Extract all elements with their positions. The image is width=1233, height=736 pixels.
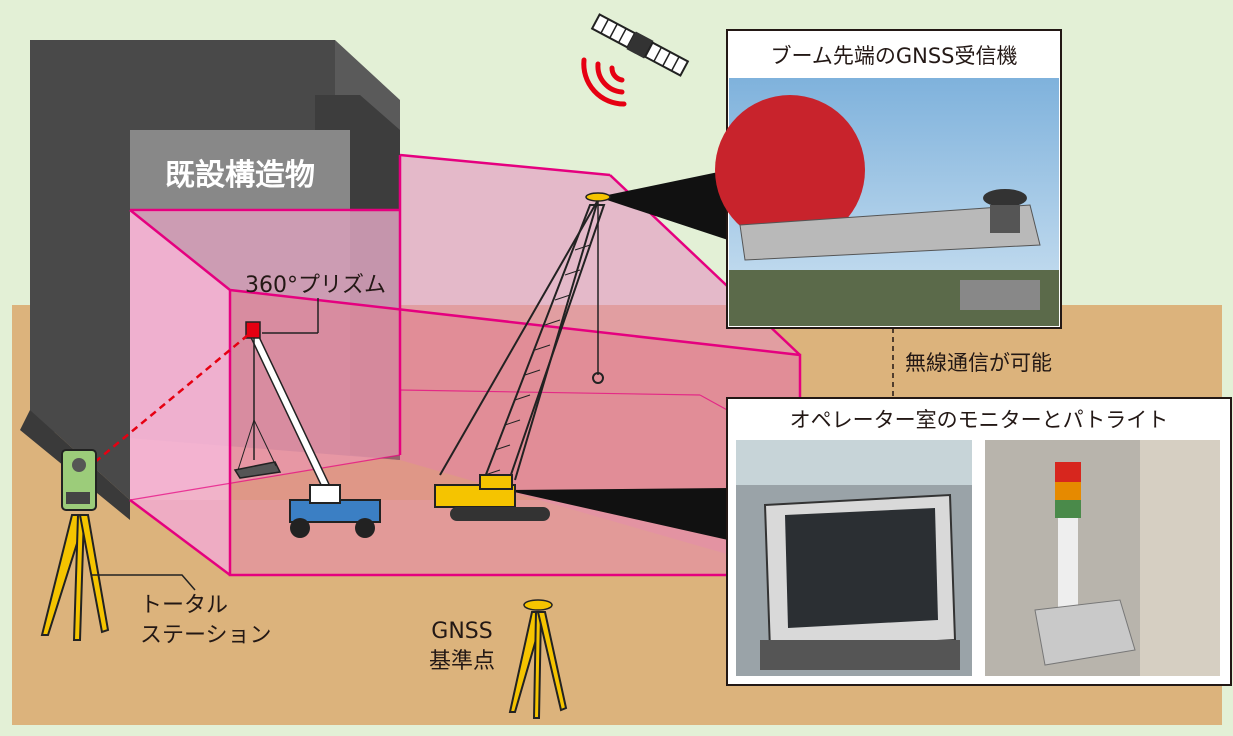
gnss-ref-label-line1: GNSS <box>431 619 492 644</box>
gnss-ref-label-line2: 基準点 <box>429 649 495 674</box>
gnss-antenna-icon <box>523 599 553 611</box>
boom-receiver-title: ブーム先端のGNSS受信機 <box>770 44 1017 68</box>
gnss-tripod-icon <box>508 611 568 719</box>
prism-icon <box>245 321 261 339</box>
patlite-photo <box>985 440 1220 676</box>
crane-callout-beam <box>505 488 728 540</box>
boom-receiver-panel: ブーム先端のGNSS受信機 <box>715 29 1062 329</box>
crawler-crane-icon <box>434 192 611 521</box>
total-station-label-line2: ステーション <box>140 623 272 648</box>
structure-label: 既設構造物 <box>165 158 315 193</box>
operator-room-panel: オペレーター室のモニターとパトライト <box>726 397 1232 686</box>
total-station-label-line1: トータル <box>140 593 228 618</box>
monitor-photo <box>736 440 972 676</box>
boom-receiver-photo <box>715 78 1059 326</box>
total-station-leader <box>92 574 196 591</box>
laser-line <box>94 334 249 463</box>
tripod-icon <box>40 514 110 641</box>
operator-room-title: オペレーター室のモニターとパトライト <box>790 408 1169 432</box>
rough-terrain-crane-icon <box>233 333 381 538</box>
prism-label: 360°プリズム <box>245 273 386 298</box>
boom-callout-beam <box>598 170 728 240</box>
signal-waves-icon <box>581 57 627 107</box>
wireless-label: 無線通信が可能 <box>905 351 1052 375</box>
satellite-icon <box>590 13 690 77</box>
total-station-icon <box>61 449 97 511</box>
